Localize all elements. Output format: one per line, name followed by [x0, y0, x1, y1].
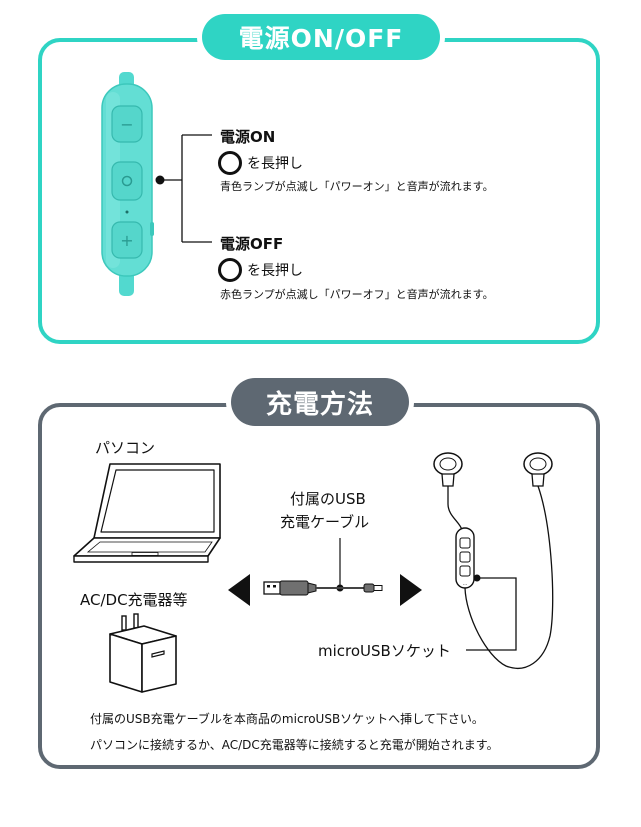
socket-label: microUSBソケット [318, 642, 451, 660]
arrow-left-icon [228, 574, 250, 606]
arrow-right-icon [400, 574, 422, 606]
charge-note-line1: 付属のUSB充電ケーブルを本商品のmicroUSBソケットへ挿して下さい。 [90, 712, 484, 726]
usb-cable-icon [263, 538, 383, 596]
charge-note-line2: パソコンに接続するか、AC/DC充電器等に接続すると充電が開始されます。 [90, 738, 499, 752]
adapter-label: AC/DC充電器等 [80, 591, 188, 609]
svg-text:…: … [463, 581, 468, 587]
remote-side-switch [150, 222, 154, 236]
laptop-icon [73, 463, 221, 563]
charge-section-title: 充電方法 [231, 378, 409, 426]
remote-power-button[interactable] [111, 161, 143, 201]
power-on-action-row: を長押し [218, 151, 303, 175]
power-bracket-lines [155, 134, 212, 243]
power-off-heading: 電源OFF [220, 235, 284, 253]
power-section-title: 電源ON/OFF [202, 14, 440, 60]
earphones-illustration: … [433, 452, 554, 669]
remote-control-illustration: − + [101, 72, 154, 296]
power-on-action: を長押し [247, 156, 303, 172]
power-on-heading: 電源ON [220, 128, 276, 146]
power-off-action-row: を長押し [218, 258, 303, 282]
cable-label-line2: 充電ケーブル [280, 513, 370, 531]
remote-minus-label: − [120, 115, 133, 134]
power-button-ring-icon [218, 151, 242, 175]
cable-label-line1: 付属のUSB [290, 490, 366, 508]
left-earbud [433, 452, 463, 476]
power-off-action: を長押し [247, 263, 303, 279]
remote-minus-button[interactable] [111, 105, 143, 143]
remote-power-icon [121, 175, 133, 187]
power-button-ring-icon [218, 258, 242, 282]
power-on-description: 青色ランプが点滅し「パワーオン」と音声が流れます。 [220, 180, 494, 193]
ac-adapter-icon [109, 613, 177, 693]
remote-led [125, 210, 129, 214]
remote-plus-button[interactable] [111, 221, 143, 259]
power-off-description: 赤色ランプが点滅し「パワーオフ」と音声が流れます。 [220, 288, 494, 301]
remote-plus-label: + [120, 231, 133, 250]
right-earbud [523, 452, 553, 476]
pc-label: パソコン [95, 439, 156, 457]
